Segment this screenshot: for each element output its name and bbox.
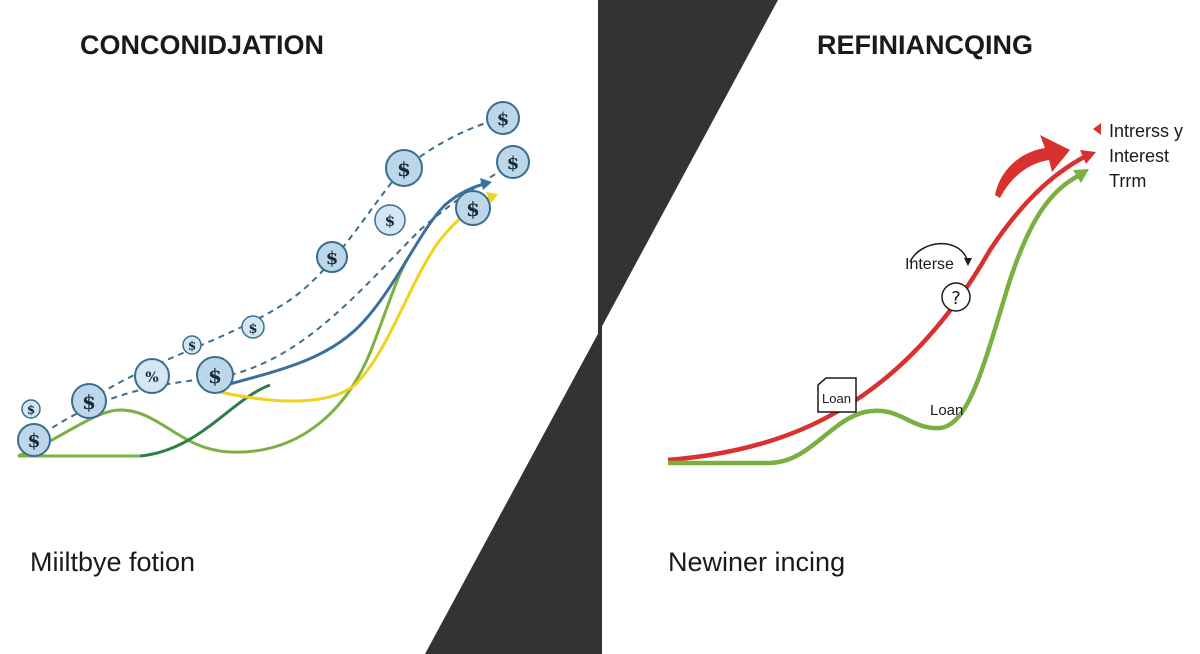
coin-3: $: [71, 383, 107, 419]
question-bubble-icon: ?: [941, 282, 971, 312]
refinancing-caption: Newiner incing: [668, 547, 846, 577]
svg-text:$: $: [82, 390, 96, 414]
coin-2: $: [21, 399, 41, 419]
yellow-curve: [219, 194, 494, 403]
svg-text:$: $: [27, 430, 40, 452]
yellow-arrowhead: [486, 192, 498, 203]
dashed-path-upper: [89, 117, 504, 401]
svg-text:?: ?: [951, 288, 961, 309]
dark-green-curve: [139, 383, 271, 458]
interest-arc-arrow-icon: [909, 242, 969, 263]
coin-6: $: [196, 356, 234, 394]
coin-12: $: [486, 101, 520, 135]
interest-label: Interse: [905, 256, 954, 273]
svg-text:$: $: [466, 197, 480, 221]
red-swoosh-arrow-icon: [995, 135, 1070, 198]
green-arrowhead: [1073, 169, 1089, 183]
coin-10: $: [385, 149, 423, 187]
loan-box: [817, 377, 857, 413]
coin-4: %: [134, 358, 170, 394]
blue-curve: [214, 181, 489, 390]
coin-11: $: [455, 190, 491, 226]
svg-text:$: $: [27, 403, 35, 417]
blue-arrowhead: [480, 178, 492, 190]
legend-line-3: Trrm: [1109, 171, 1147, 191]
svg-text:$: $: [208, 364, 222, 388]
legend-marker-icon: [1093, 123, 1101, 135]
svg-text:$: $: [248, 322, 257, 337]
consolidation-title: CONCONIDJATION: [80, 30, 325, 60]
divider-spine: [598, 0, 602, 654]
consolidation-caption: Miiltbye fotion: [30, 547, 196, 577]
green-term-curve: [668, 172, 1082, 466]
coin-9: $: [374, 204, 406, 236]
svg-text:$: $: [326, 248, 339, 269]
coin-1: $: [17, 423, 51, 457]
legend-line-2: Interest: [1109, 146, 1170, 166]
interest-arc-arrowhead-icon: [964, 258, 972, 266]
legend-line-1: Intrerss y: [1109, 121, 1184, 141]
loan-curve-label: Loan: [930, 402, 964, 419]
coin-7: $: [241, 315, 265, 339]
coin-5: $: [182, 335, 202, 355]
dashed-path-lower: [33, 161, 514, 441]
svg-text:$: $: [397, 157, 411, 181]
svg-text:$: $: [507, 153, 520, 174]
svg-text:$: $: [188, 339, 196, 353]
red-arrowhead: [1080, 150, 1096, 164]
coin-13: $: [496, 145, 530, 179]
red-interest-curve: [667, 154, 1088, 463]
loan-box-label: Loan: [822, 391, 851, 406]
coin-8: $: [316, 241, 348, 273]
svg-text:$: $: [385, 212, 395, 230]
svg-text:$: $: [497, 109, 510, 130]
svg-text:%: %: [145, 370, 158, 386]
refinancing-title: REFINIANCQING: [817, 30, 1033, 60]
